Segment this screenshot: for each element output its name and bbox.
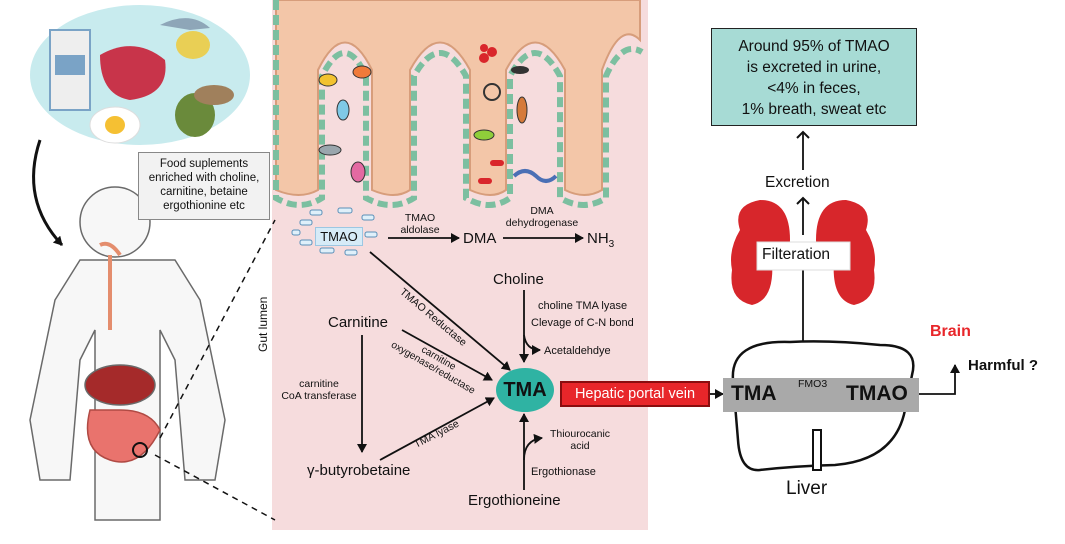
clevage-label: Clevage of C-N bond xyxy=(531,317,634,329)
ergothioneine-label: Ergothioneine xyxy=(468,492,561,509)
tmao-fragments xyxy=(291,207,378,256)
carnitine-coa-label: carnitine CoA transferase xyxy=(281,378,357,402)
dma-dehydrogenase-label: DMA dehydrogenase xyxy=(505,205,579,229)
fmo3-label: FMO3 xyxy=(798,378,828,390)
excretion-label: Excretion xyxy=(765,174,830,191)
carnitine-label: Carnitine xyxy=(328,314,389,331)
dma-label: DMA xyxy=(463,230,497,247)
excretion-summary-box: Around 95% of TMAO is excreted in urine,… xyxy=(711,28,917,126)
nh3-label: NH3 xyxy=(587,230,615,250)
food-group-illustration xyxy=(30,5,250,145)
choline-lyase-label: choline TMA lyase xyxy=(538,300,628,312)
tma-liver-label: TMA xyxy=(731,382,777,405)
choline-label: Choline xyxy=(493,271,544,288)
food-supplements-text: Food suplements enriched with choline, c… xyxy=(148,158,260,212)
zoom-line-top xyxy=(159,219,276,439)
tmao-aldolase-label: TMAO aldolase xyxy=(400,212,440,236)
thiourocanic-label: Thiourocanic acid xyxy=(549,428,611,452)
gut-lumen-label: Gut lumen xyxy=(256,296,270,352)
brain-label: Brain xyxy=(930,323,971,340)
tmao-left-label: TMAO xyxy=(315,227,363,246)
curved-arrow xyxy=(32,139,64,247)
excretion-line-2: is excreted in urine, xyxy=(746,59,882,76)
excretion-line-4: 1% breath, sweat etc xyxy=(741,101,887,118)
liver-label: Liver xyxy=(786,478,828,499)
food-supplements-note: Food suplements enriched with choline, c… xyxy=(138,152,270,220)
acetaldehyde-label: Acetaldehdye xyxy=(544,345,611,357)
intestinal-villi xyxy=(273,0,644,208)
pathway-arrows xyxy=(357,130,960,490)
hepatic-portal-vein-label: Hepatic portal vein xyxy=(560,381,710,407)
gamma-butyrobetaine-label: γ-butyrobetaine xyxy=(307,462,411,479)
harmful-label: Harmful ? xyxy=(968,357,1039,374)
human-body-icon xyxy=(29,186,226,521)
tma-center-node: TMA xyxy=(496,368,554,412)
liver-conversion-bar xyxy=(723,378,919,412)
filteration-label: Filteration xyxy=(762,246,831,263)
liver-duct xyxy=(812,429,822,471)
excretion-line-1: Around 95% of TMAO xyxy=(738,38,890,55)
tmao-liver-label: TMAO xyxy=(846,382,908,405)
excretion-line-3: <4% in feces, xyxy=(767,80,861,97)
filteration-box xyxy=(756,241,851,271)
ergothionase-label: Ergothionase xyxy=(531,466,596,478)
zoom-line-bottom xyxy=(154,454,276,521)
